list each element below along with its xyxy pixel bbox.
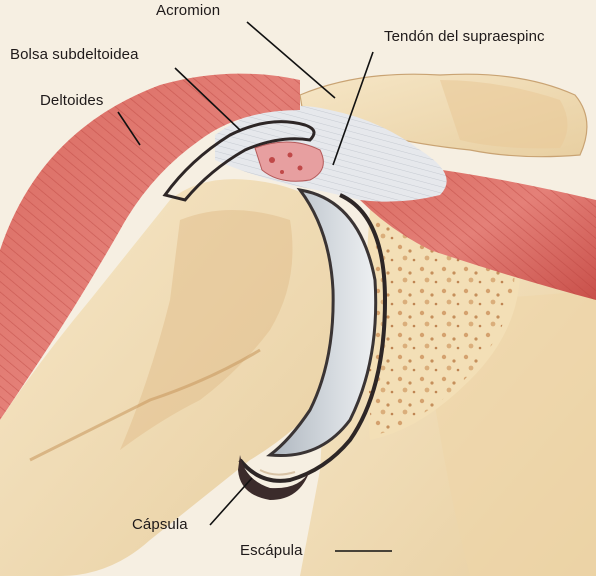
inflammation-dot — [288, 153, 293, 158]
label-acromion: Acromion — [156, 2, 220, 19]
label-supraspinatus-tendon: Tendón del supraespinc — [384, 28, 545, 45]
label-deltoid: Deltoides — [40, 92, 103, 109]
inflammation-dot — [269, 157, 275, 163]
inflammation-dot — [298, 166, 303, 171]
label-capsule: Cápsula — [132, 516, 188, 533]
inflammation-dot — [280, 170, 284, 174]
label-scapula: Escápula — [240, 542, 303, 559]
label-subdeltoid-bursa: Bolsa subdeltoidea — [10, 46, 139, 63]
